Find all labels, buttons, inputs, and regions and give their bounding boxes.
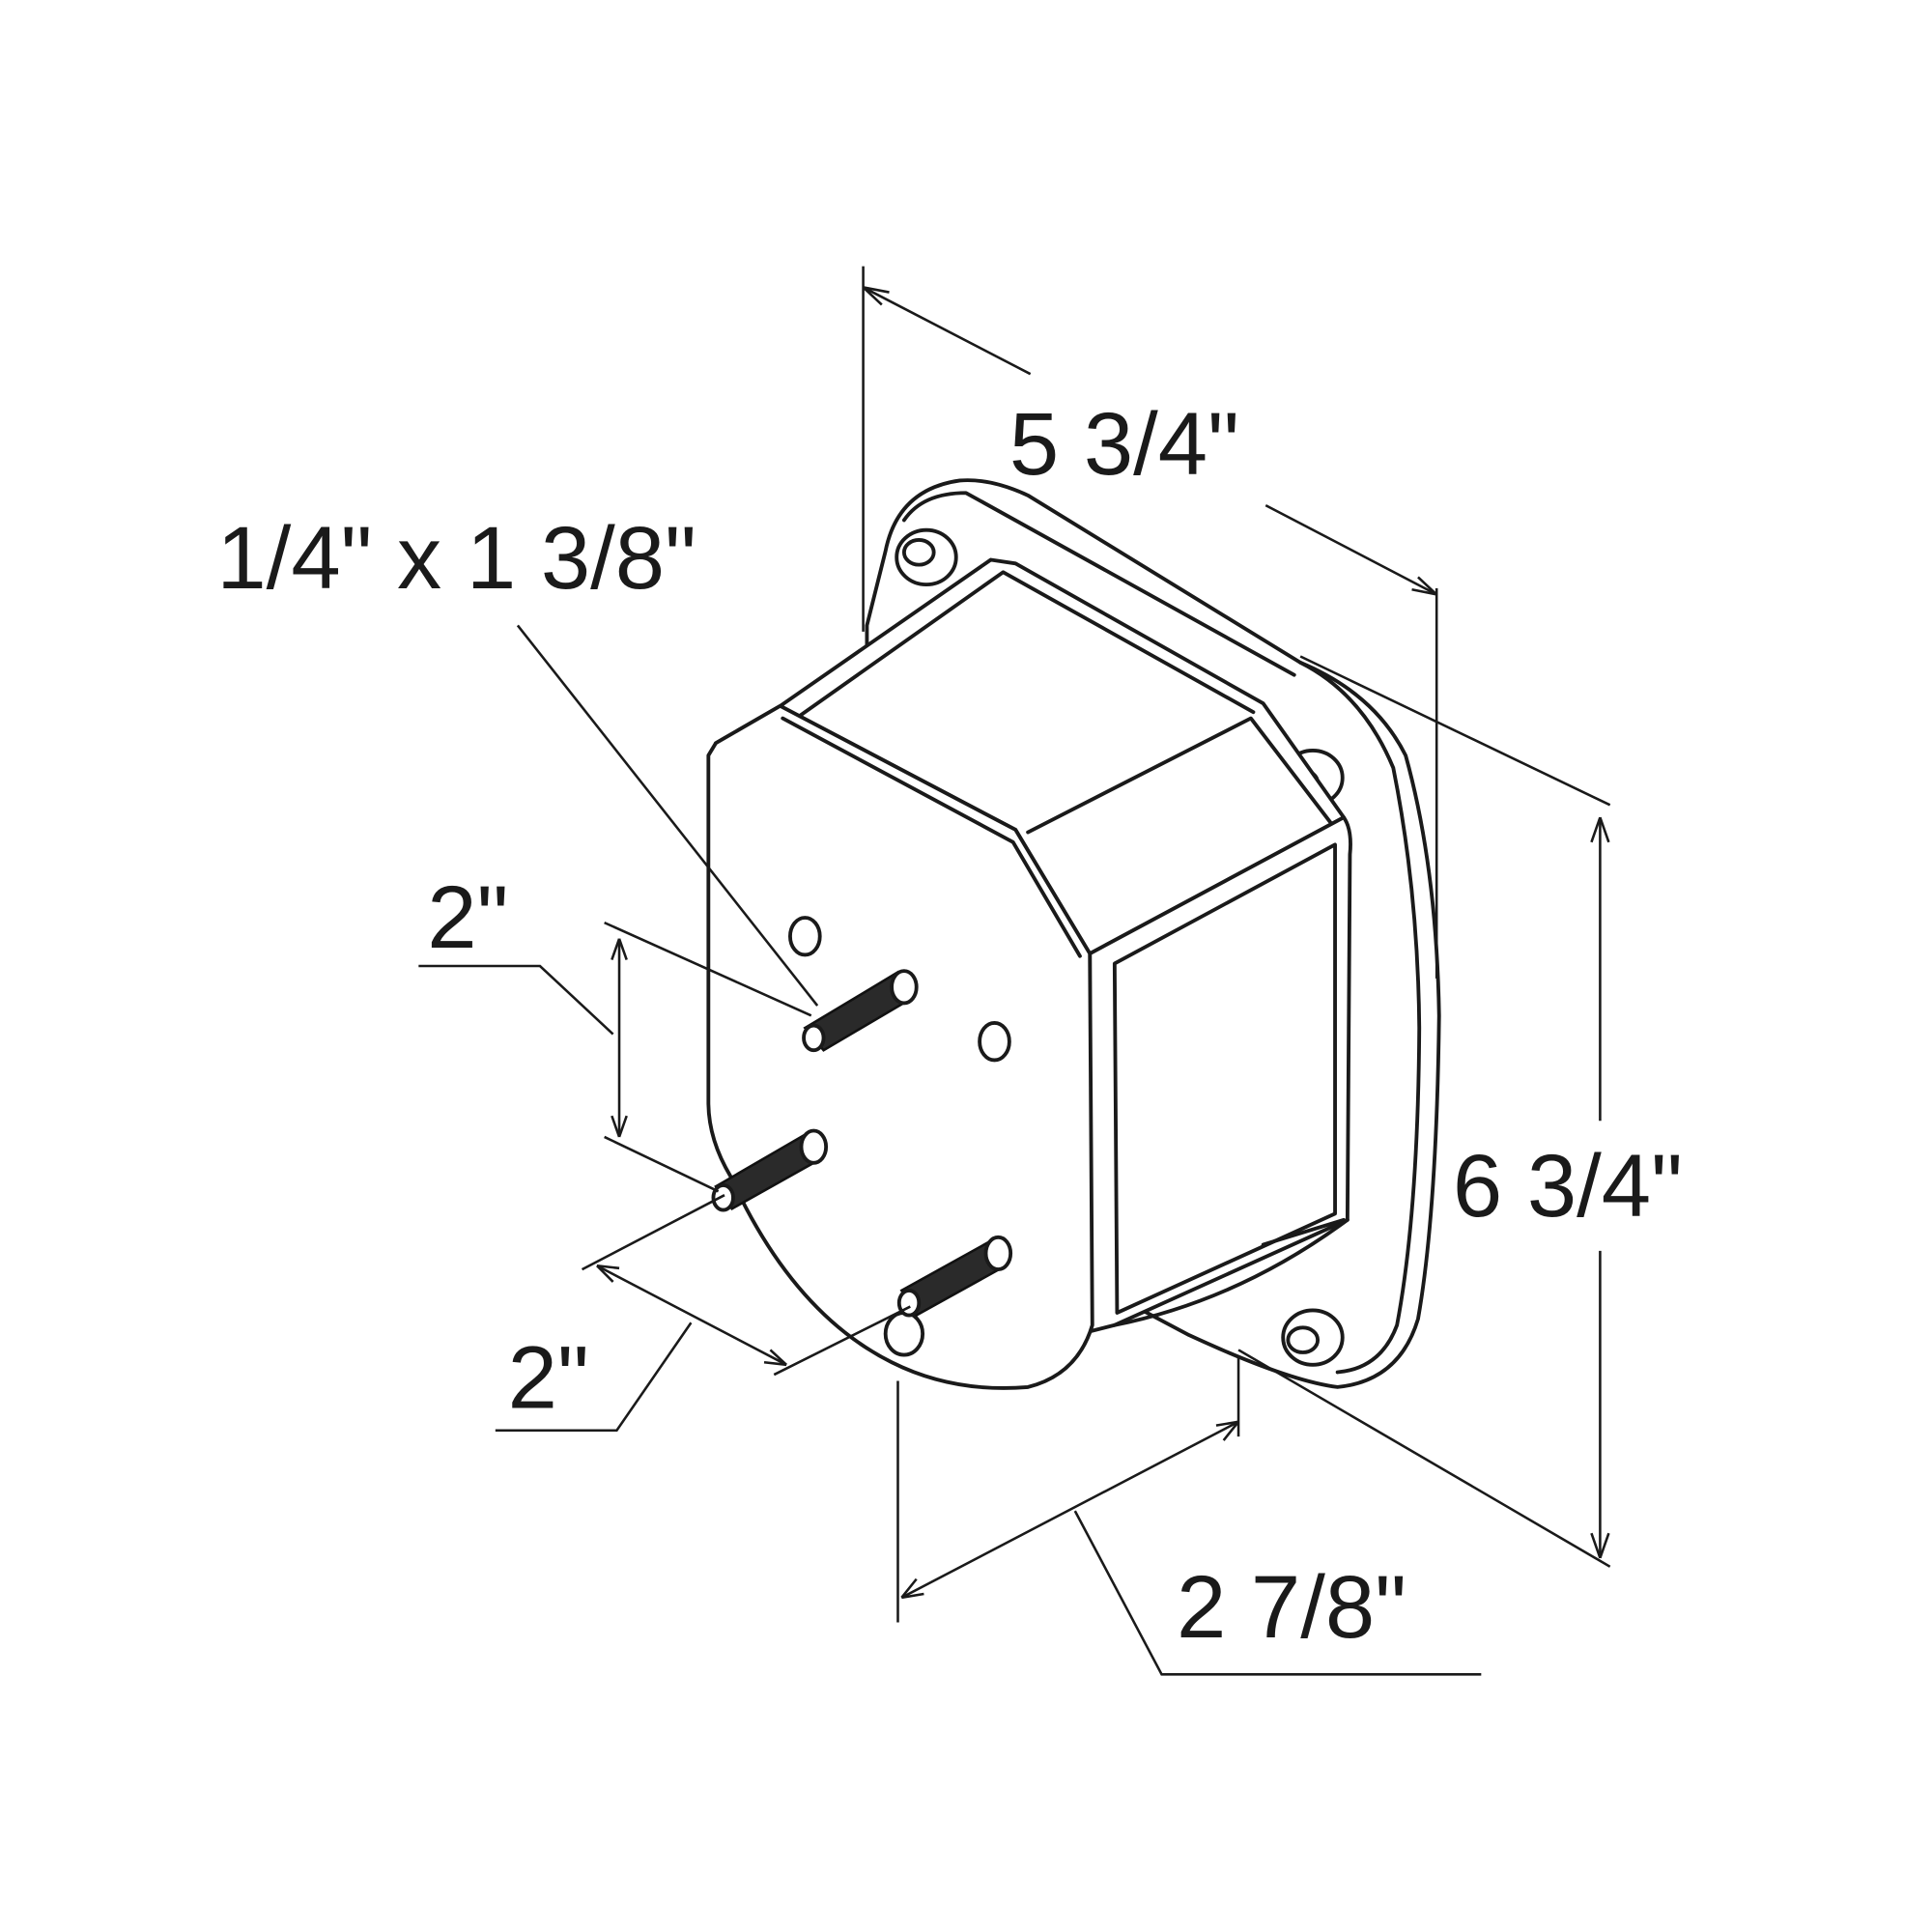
- housing-side: [1088, 815, 1352, 1334]
- label-width: 5 3/4": [1009, 393, 1239, 494]
- flange-boss-bottom: [1281, 1308, 1345, 1367]
- mounting-hole: [788, 916, 822, 957]
- drain-hole: [883, 1311, 925, 1357]
- stud-top: [802, 969, 919, 1053]
- dimension-depth: [896, 1355, 1482, 1676]
- flange-boss-top-left: [895, 527, 958, 587]
- label-stud-size: 1/4" x 1 3/8": [216, 507, 696, 608]
- dimension-height: [1237, 655, 1611, 1568]
- dimension-width: [862, 266, 1438, 979]
- label-height: 6 3/4": [1453, 1135, 1683, 1236]
- mounting-hole: [978, 1021, 1011, 1063]
- leader-stud-size: [516, 624, 819, 1007]
- label-stud-horizontal: 2": [508, 1327, 589, 1428]
- dimension-stud-vertical: [418, 921, 812, 1193]
- housing-front-face: [706, 703, 1094, 1390]
- dimension-stud-horizontal: [495, 1194, 911, 1433]
- label-depth: 2 7/8": [1177, 1556, 1406, 1657]
- label-stud-vertical: 2": [427, 867, 508, 967]
- stud-bottom: [896, 1235, 1013, 1318]
- stud-middle: [711, 1128, 829, 1212]
